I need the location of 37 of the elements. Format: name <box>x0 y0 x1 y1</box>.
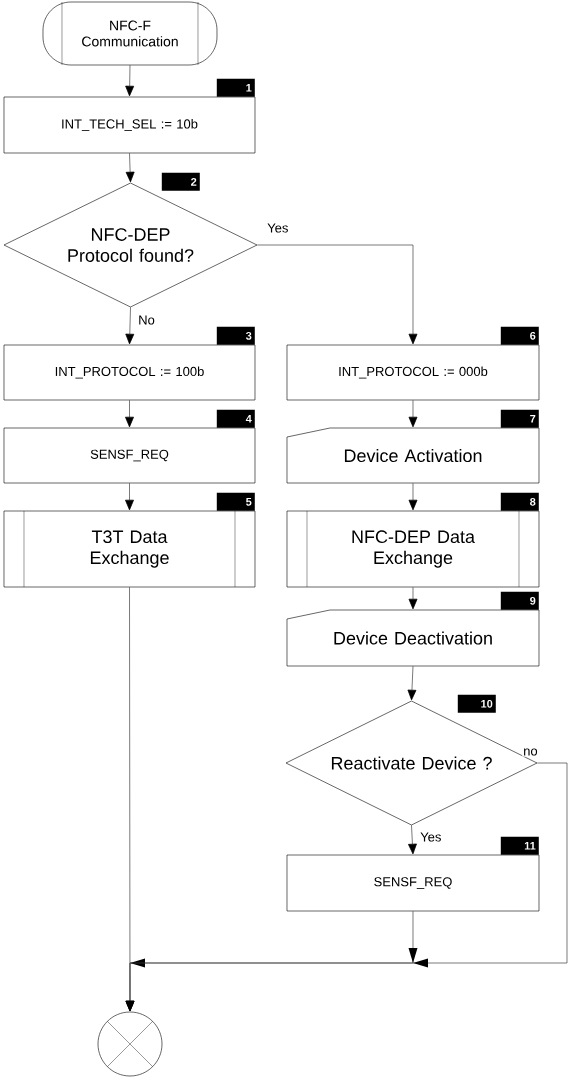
edge-label: No <box>137 314 156 326</box>
process-box: INT_TECH_SEL := 10b <box>3 96 256 154</box>
process-box: SENSF_REQ <box>3 427 256 484</box>
arrow <box>408 482 418 511</box>
connector-circle <box>97 1011 163 1077</box>
subprocess-box: NFC-DEP Data Exchange <box>286 510 540 588</box>
manual-input-box: Device Deactivation <box>286 609 540 667</box>
edge-label: Yes <box>266 222 290 234</box>
process-box: SENSF_REQ <box>286 854 540 912</box>
arrow <box>408 586 418 610</box>
step-number: 3 <box>216 326 255 345</box>
arrow <box>125 399 134 428</box>
step-number: 5 <box>216 492 255 511</box>
arrow <box>407 665 417 701</box>
step-number: 10 <box>457 694 496 713</box>
step-number: 8 <box>500 492 539 511</box>
step-number: 4 <box>216 409 255 428</box>
step-number: 7 <box>500 409 539 428</box>
step-number: 1 <box>216 78 255 97</box>
process-box: INT_PROTOCOL := 100b <box>3 344 256 401</box>
step-number: 2 <box>161 172 200 191</box>
edge-label: no <box>522 747 539 757</box>
edge-label: Yes <box>419 831 443 843</box>
arrow <box>125 152 135 183</box>
arrow <box>256 244 418 345</box>
arrow <box>125 306 135 345</box>
process-box: INT_PROTOCOL := 000b <box>286 344 540 401</box>
step-number: 9 <box>500 591 539 610</box>
step-number: 11 <box>500 836 539 855</box>
manual-input-box: Device Activation <box>286 427 540 484</box>
step-number: 6 <box>500 326 539 345</box>
arrow <box>125 482 134 511</box>
arrow <box>408 824 417 855</box>
arrow <box>125 64 135 97</box>
arrow <box>408 399 418 428</box>
subprocess-box: T3T Data Exchange <box>3 510 256 588</box>
arrow <box>125 586 135 1012</box>
